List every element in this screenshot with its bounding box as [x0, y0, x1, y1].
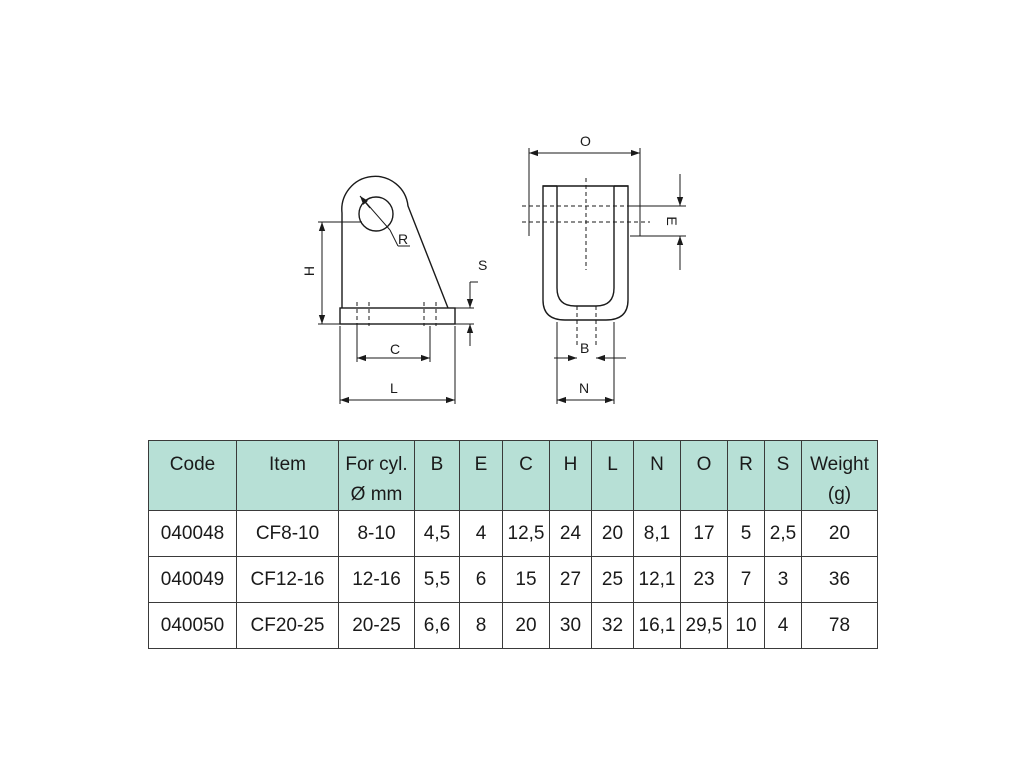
table-cell: 20: [502, 602, 550, 649]
label-B: B: [580, 340, 589, 356]
column-header-line1: S: [776, 454, 790, 475]
column-header-line1: Weight: [810, 454, 869, 475]
column-header: Code: [148, 440, 237, 511]
column-header-line2: (g): [827, 484, 852, 505]
column-header: N: [633, 440, 681, 511]
table-cell: 12,5: [502, 510, 550, 557]
column-header: R: [727, 440, 765, 511]
column-header: Weight (g): [801, 440, 878, 511]
label-R: R: [398, 231, 408, 247]
table-cell: 20: [591, 510, 634, 557]
pivot-hole: [358, 196, 394, 232]
column-header-line1: H: [563, 454, 578, 475]
table-cell: 6,6: [414, 602, 460, 649]
label-E: E: [664, 216, 680, 225]
table-cell: 6: [459, 556, 503, 603]
table-cell: 4: [459, 510, 503, 557]
column-header-line1: N: [650, 454, 664, 475]
table-cell: 040049: [148, 556, 237, 603]
table-cell: 8: [459, 602, 503, 649]
column-header-line1: B: [430, 454, 444, 475]
table-cell: 32: [591, 602, 634, 649]
column-header: E: [459, 440, 503, 511]
table-cell: 12,1: [633, 556, 681, 603]
label-S: S: [478, 257, 487, 273]
column-header: For cyl. Ø mm: [338, 440, 415, 511]
table-cell: 25: [591, 556, 634, 603]
column-header: L: [591, 440, 634, 511]
table-cell: 2,5: [764, 510, 802, 557]
table-cell: 5: [727, 510, 765, 557]
table-cell: 20-25: [338, 602, 415, 649]
label-H: H: [301, 266, 317, 276]
table-cell: 23: [680, 556, 728, 603]
table-cell: CF12-16: [236, 556, 339, 603]
table-cell: 24: [549, 510, 592, 557]
clevis-inner: [556, 186, 615, 307]
table-cell: 8,1: [633, 510, 681, 557]
column-header: S: [764, 440, 802, 511]
table-cell: CF8-10: [236, 510, 339, 557]
table-cell: 20: [801, 510, 878, 557]
column-header-line1: R: [739, 454, 753, 475]
table-cell: 17: [680, 510, 728, 557]
label-L: L: [390, 380, 398, 396]
column-header: O: [680, 440, 728, 511]
table-cell: 040048: [148, 510, 237, 557]
table-cell: 3: [764, 556, 802, 603]
table-cell: 4,5: [414, 510, 460, 557]
table-cell: 15: [502, 556, 550, 603]
base-plate: [339, 307, 456, 325]
label-N: N: [579, 380, 589, 396]
column-header-line1: Item: [269, 454, 306, 475]
table-cell: 7: [727, 556, 765, 603]
table-cell: 27: [549, 556, 592, 603]
bracket-outline: [341, 175, 449, 309]
table-header-row: Code Item For cyl. Ø mm B E C H L N O R S Weight (g): [148, 440, 878, 511]
table-cell: 16,1: [633, 602, 681, 649]
column-header-line1: E: [474, 454, 488, 475]
technical-drawing: R H S C L: [301, 133, 686, 404]
table-cell: CF20-25: [236, 602, 339, 649]
side-view-labels: R H S C L: [301, 231, 487, 396]
table-cell: 8-10: [338, 510, 415, 557]
column-header: H: [549, 440, 592, 511]
front-view-labels: O E B N: [579, 133, 680, 396]
label-C: C: [390, 341, 400, 357]
table-cell: 10: [727, 602, 765, 649]
table-cell: 78: [801, 602, 878, 649]
label-O: O: [580, 133, 591, 149]
front-view: [522, 148, 686, 404]
clevis-outer: [542, 185, 629, 321]
table-cell: 040050: [148, 602, 237, 649]
table-cell: 29,5: [680, 602, 728, 649]
column-header: B: [414, 440, 460, 511]
table-cell: 30: [549, 602, 592, 649]
column-header-line1: L: [607, 454, 618, 475]
spec-table: Code Item For cyl. Ø mm B E C H L N O R S Weight (g) 0…: [148, 440, 878, 649]
table-cell: 4: [764, 602, 802, 649]
column-header-line2: Ø mm: [350, 484, 403, 505]
side-view: [318, 175, 478, 404]
table-cell: 36: [801, 556, 878, 603]
table-cell: 12-16: [338, 556, 415, 603]
column-header-line1: Code: [169, 454, 216, 475]
column-header-line1: For cyl.: [345, 454, 408, 475]
column-header: C: [502, 440, 550, 511]
column-header-line1: C: [519, 454, 533, 475]
column-header: Item: [236, 440, 339, 511]
column-header-line1: O: [696, 454, 712, 475]
table-cell: 5,5: [414, 556, 460, 603]
